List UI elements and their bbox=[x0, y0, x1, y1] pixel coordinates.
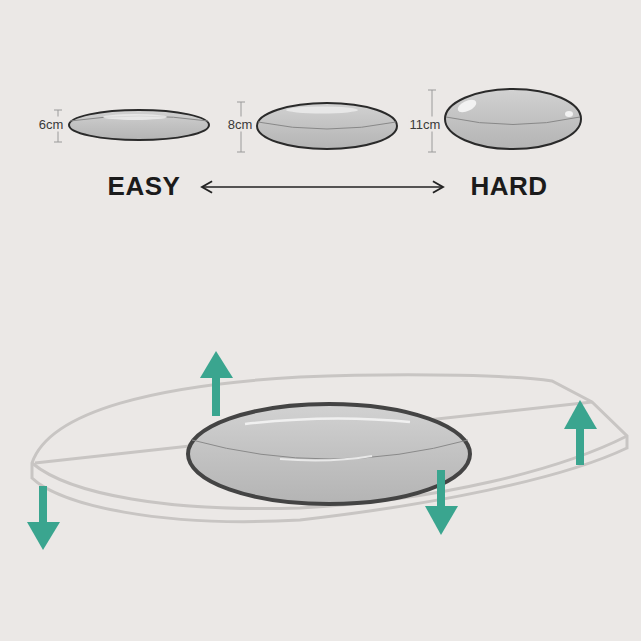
dimension-label: 8cm bbox=[227, 117, 254, 132]
cushion-8cm bbox=[257, 103, 397, 149]
tilt-arrows bbox=[27, 351, 597, 550]
balance-board bbox=[32, 375, 627, 522]
dimension-label: 6cm bbox=[38, 117, 65, 132]
scale-label: HARD bbox=[470, 171, 547, 201]
dimension-label: 11cm bbox=[409, 117, 442, 132]
cushion-11cm bbox=[445, 89, 581, 149]
scale-arrow bbox=[202, 186, 443, 188]
dimension-bars bbox=[54, 90, 436, 152]
cushion-6cm bbox=[69, 110, 209, 140]
cushion-on-board bbox=[188, 404, 470, 504]
scale-label: EASY bbox=[108, 171, 181, 201]
